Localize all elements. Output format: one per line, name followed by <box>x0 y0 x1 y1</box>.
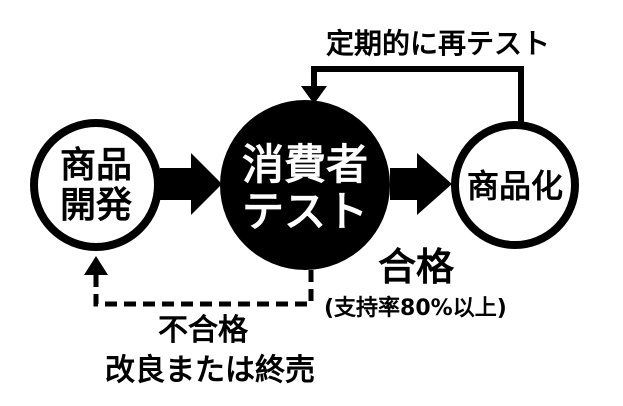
pass-label: 合格 <box>378 245 455 289</box>
node-product-dev-circle <box>30 119 162 251</box>
node-product-dev-label: 商品 開発 <box>51 145 141 227</box>
arrow-dev-to-test <box>160 153 222 215</box>
node-productize-circle <box>451 121 579 249</box>
node-consumer-test-line2: テスト <box>241 187 368 237</box>
fail-action-label: 改良または終売 <box>105 353 315 388</box>
retest-loop-line <box>311 66 524 124</box>
fail-label: 不合格 <box>158 313 248 348</box>
retest-arrowhead <box>301 86 327 104</box>
fail-loop-line <box>93 270 314 307</box>
arrow-test-to-productize <box>390 153 452 215</box>
node-consumer-test-circle <box>220 100 390 270</box>
node-product-dev-line1: 商品 <box>59 145 132 186</box>
fail-arrowhead <box>84 256 108 275</box>
retest-label: 定期的に再テスト <box>326 27 551 60</box>
node-product-dev-line2: 開発 <box>59 185 132 227</box>
node-consumer-test-label: 消費者 テスト <box>230 141 380 235</box>
node-consumer-test-line1: 消費者 <box>241 140 368 189</box>
pass-condition-label: (支持率80%以上) <box>324 296 507 321</box>
node-productize-label: 商品化 <box>466 167 563 205</box>
